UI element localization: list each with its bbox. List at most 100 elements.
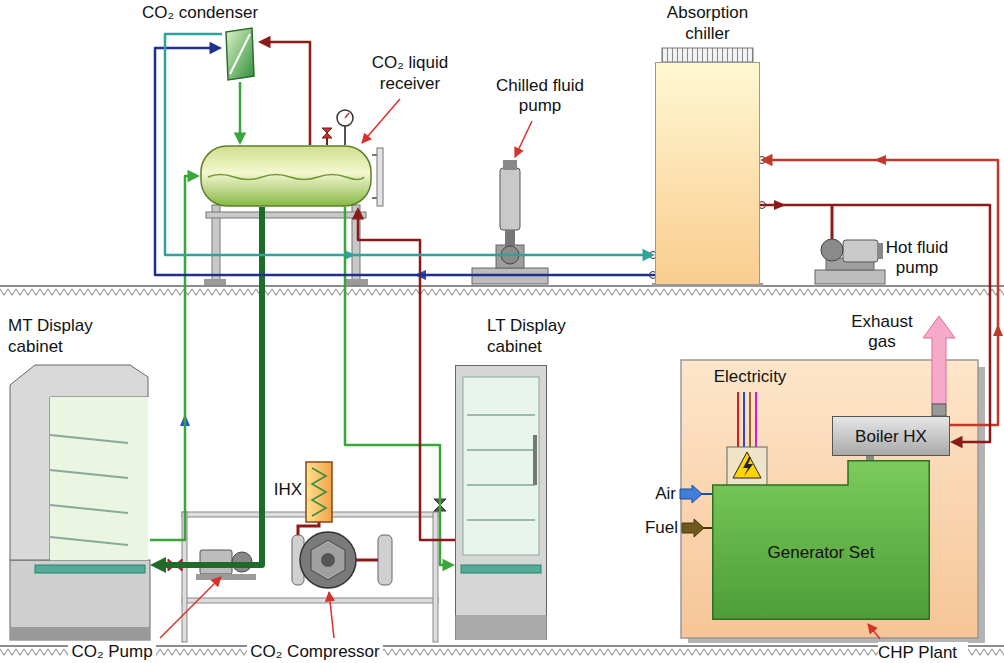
pressure-gauge bbox=[337, 110, 353, 126]
lt-display-cabinet: LT Display cabinet bbox=[455, 365, 547, 640]
absorption-chiller: Absorption chiller bbox=[655, 62, 760, 285]
part-label: Fuel bbox=[645, 518, 678, 538]
pipe-line bbox=[239, 82, 242, 134]
arrowhead bbox=[188, 170, 201, 183]
chp-plant: CHP PlantBoiler HXGenerator Set bbox=[681, 360, 978, 638]
arrowhead bbox=[352, 207, 365, 220]
co2-pump-base bbox=[196, 574, 256, 580]
part-label: Exhaust gas bbox=[848, 312, 916, 352]
node-label: Boiler HX bbox=[851, 426, 931, 447]
power-wire bbox=[749, 392, 751, 447]
generator-housing bbox=[713, 461, 930, 620]
node-heading: CO₂ liquid receiver bbox=[364, 52, 456, 94]
freezer-shelf bbox=[467, 449, 535, 451]
chiller-grille bbox=[662, 48, 753, 62]
power-wire bbox=[743, 392, 745, 447]
evaporator-coil bbox=[461, 565, 541, 573]
discharge-pipe bbox=[356, 559, 378, 562]
receiver-vessel bbox=[201, 146, 371, 206]
chiller-casing bbox=[656, 63, 760, 285]
cabinet-base bbox=[10, 560, 150, 640]
leader-line bbox=[868, 624, 880, 639]
fuel-inlet-pipe bbox=[704, 527, 713, 529]
warning-sign bbox=[733, 452, 761, 478]
lightning-bolt bbox=[743, 457, 753, 476]
exhaust-nozzle bbox=[932, 404, 946, 416]
gauge-stem bbox=[344, 126, 346, 145]
pump-motor bbox=[500, 168, 520, 230]
label-slot: Exhaust gas bbox=[848, 312, 916, 352]
pipe-line bbox=[155, 48, 655, 275]
label-slot: Fuel bbox=[620, 518, 678, 538]
label-slot: Air bbox=[626, 484, 676, 504]
skid-leg bbox=[433, 512, 438, 642]
label-slot: Chilled fluid pump bbox=[485, 76, 595, 116]
air-inlet-arrow bbox=[680, 485, 702, 503]
door-handle bbox=[533, 435, 537, 485]
pipe-connector bbox=[345, 207, 455, 571]
pipe-line bbox=[165, 207, 262, 565]
label-slot: CO₂ Compressor bbox=[240, 642, 390, 662]
plate-condenser-outline bbox=[222, 26, 258, 82]
cabinet-body bbox=[10, 365, 148, 560]
generator-set-outline bbox=[712, 460, 930, 620]
part-label: CO₂ Compressor bbox=[247, 642, 382, 662]
pipe-connector bbox=[234, 82, 247, 145]
air-inlet-pipe bbox=[702, 493, 713, 495]
pump-coupling bbox=[505, 230, 515, 246]
pipe-line bbox=[772, 160, 999, 425]
part-label: Chilled fluid pump bbox=[485, 76, 595, 116]
leader-line bbox=[329, 592, 334, 638]
pipe-connector bbox=[150, 207, 262, 573]
mt-display-cabinet: MT Display cabinet bbox=[10, 365, 150, 640]
receiver-stand-foot bbox=[204, 279, 226, 285]
pipe-line bbox=[345, 207, 444, 565]
relief-valve-stem bbox=[326, 138, 328, 145]
electrical-panel bbox=[727, 447, 767, 487]
generator-set: Generator Set bbox=[712, 460, 930, 620]
cabinet-shelf bbox=[50, 470, 128, 478]
arrowhead bbox=[234, 133, 247, 146]
node-heading: MT Display cabinet bbox=[8, 315, 120, 357]
heat-exchanger-coil bbox=[312, 468, 326, 516]
cabinet-display-area bbox=[50, 397, 148, 560]
pipe-connector bbox=[352, 207, 455, 540]
cabinet-shelf bbox=[50, 505, 128, 513]
plate-condenser: CO₂ condenser bbox=[222, 26, 258, 82]
pipe-line bbox=[270, 42, 311, 145]
upper-floor-hatch bbox=[0, 288, 1004, 296]
pipe-connector bbox=[258, 36, 310, 145]
arrowhead bbox=[150, 557, 166, 573]
cabinet-kickplate bbox=[10, 627, 150, 640]
part-label: Electricity bbox=[714, 367, 787, 387]
node-heading: CHP Plant bbox=[878, 642, 968, 663]
liquid-level bbox=[208, 175, 364, 180]
co2-compressor-body bbox=[300, 532, 356, 588]
node-heading: CO₂ condenser bbox=[130, 2, 270, 23]
arrowhead bbox=[950, 436, 963, 449]
compressor-shaft bbox=[321, 553, 335, 567]
leader-line bbox=[362, 99, 400, 143]
suction-pipe bbox=[298, 522, 319, 535]
cabinet-shelf bbox=[50, 537, 128, 545]
pump-base bbox=[815, 270, 885, 284]
arrowhead bbox=[443, 559, 456, 572]
pump-inlet-pipe bbox=[831, 205, 834, 239]
mt-display-cabinet-outline bbox=[10, 365, 150, 640]
internal-heat-exchanger bbox=[306, 462, 332, 522]
freezer-shelf bbox=[467, 484, 535, 486]
freezer-shelf bbox=[467, 414, 535, 416]
freezer-frame bbox=[456, 366, 547, 640]
label-slot: Hot fluid pump bbox=[878, 238, 956, 278]
gauge-needle bbox=[345, 113, 349, 118]
absorption-chiller-outline bbox=[655, 62, 760, 285]
power-wire bbox=[755, 392, 757, 447]
arrowhead bbox=[210, 42, 223, 55]
condenser-plate-line bbox=[230, 34, 250, 74]
part-label: Hot fluid pump bbox=[878, 238, 956, 278]
pipe-connector bbox=[760, 205, 990, 448]
part-label: Air bbox=[655, 484, 676, 504]
label-slot: CO₂ Pump bbox=[60, 642, 164, 662]
node-heading: Absorption chiller bbox=[652, 2, 763, 44]
